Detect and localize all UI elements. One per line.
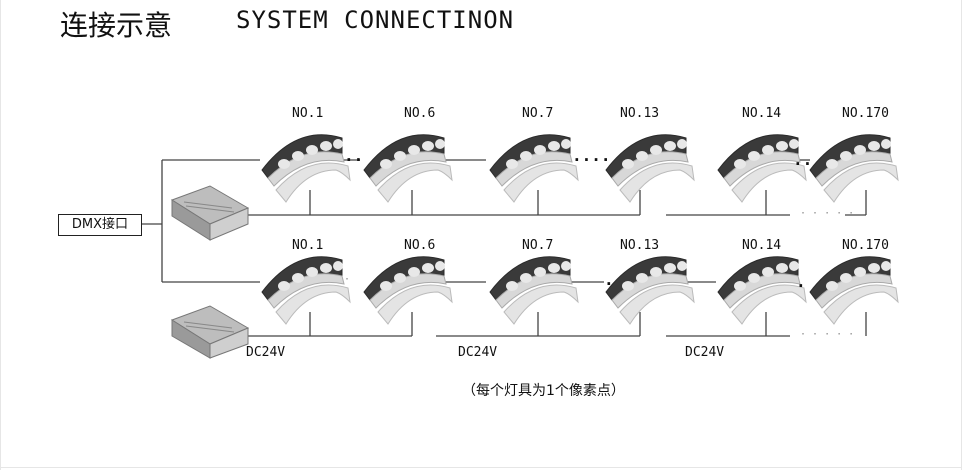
fixture: [809, 256, 899, 325]
fixture: [605, 134, 695, 203]
fixture: [717, 256, 807, 325]
frame-bottom: [0, 467, 962, 468]
psu-voltage-label: DC24V: [685, 345, 725, 360]
fixture: [489, 134, 579, 203]
fixture: [261, 134, 351, 203]
fixture-number: NO.13: [620, 106, 660, 121]
ellipsis: ····: [572, 150, 611, 169]
fixture: [489, 256, 579, 325]
ellipsis: ··: [344, 150, 364, 169]
ellipsis: ·: [796, 276, 806, 295]
fixture-number: NO.14: [742, 106, 782, 121]
psu-voltage-label: DC24V: [458, 345, 498, 360]
fixture-number: NO.7: [522, 106, 554, 121]
psu-voltage-label: DC24V: [246, 345, 286, 360]
fixture: [363, 256, 453, 325]
ellipsis: ··: [793, 154, 813, 173]
fixture-number: NO.170: [842, 106, 889, 121]
fixture: [809, 134, 899, 203]
fixture-number: NO.14: [742, 238, 782, 253]
fixture-number: NO.170: [842, 238, 889, 253]
title-english: SYSTEM CONNECTINON: [236, 6, 515, 34]
fixture: [261, 256, 351, 325]
dmx-interface-box: DMX接口: [58, 214, 142, 236]
ellipsis: · · · · ·: [800, 208, 855, 219]
ellipsis: · · · · ·: [800, 329, 855, 340]
power-supply-1: [170, 185, 250, 241]
fixture-number: NO.1: [292, 238, 324, 253]
title-chinese: 连接示意: [60, 9, 173, 42]
pixel-note: （每个灯具为1个像素点）: [462, 383, 625, 399]
fixture-number: NO.6: [404, 238, 436, 253]
fixture: [605, 256, 695, 325]
ellipsis: ·: [344, 274, 351, 285]
fixture-number: NO.13: [620, 238, 660, 253]
ellipsis: ·: [604, 274, 614, 293]
power-supply-2: [170, 305, 250, 359]
fixture: [363, 134, 453, 203]
fixture-number: NO.6: [404, 106, 436, 121]
fixture-number: NO.1: [292, 106, 324, 121]
fixture-number: NO.7: [522, 238, 554, 253]
frame-left: [0, 0, 1, 470]
